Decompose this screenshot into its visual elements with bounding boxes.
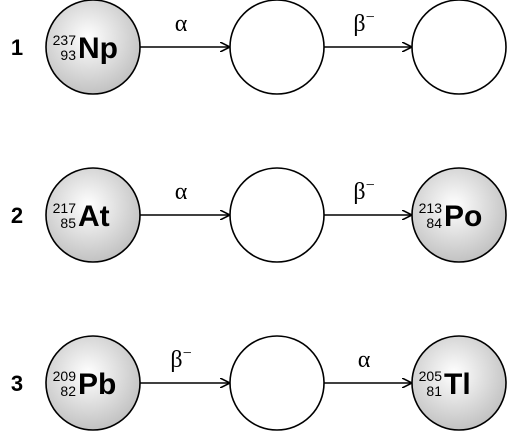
mass-number: 213 [419, 200, 443, 216]
mass-number: 217 [53, 200, 77, 216]
element-symbol: Np [78, 32, 118, 65]
mass-number: 237 [53, 32, 77, 48]
decay-type-superscript: − [366, 177, 375, 194]
mass-number: 209 [53, 368, 77, 384]
decay-type-label: α [175, 179, 188, 205]
element-symbol: Pb [78, 368, 116, 401]
unknown-nuclide-node [229, 167, 325, 263]
decay-type-symbol: β [353, 179, 365, 205]
unknown-nuclide-node [229, 0, 325, 95]
empty-circle [229, 0, 325, 95]
empty-circle [229, 335, 325, 431]
decay-type-label: β− [353, 177, 374, 205]
decay-type-label: α [358, 347, 371, 373]
mass-number: 205 [419, 368, 443, 384]
atomic-number: 81 [426, 383, 442, 399]
nuclide-circle [45, 167, 141, 263]
element-symbol: At [78, 200, 110, 233]
empty-circle [411, 0, 507, 95]
unknown-nuclide-node [229, 335, 325, 431]
nuclide-circle [411, 167, 507, 263]
decay-type-symbol: β [170, 347, 182, 373]
nuclide-circle [411, 335, 507, 431]
decay-type-label: β− [353, 9, 374, 37]
atomic-number: 82 [60, 383, 76, 399]
decay-type-label: β− [170, 345, 191, 373]
decay-type-label: α [175, 11, 188, 37]
atomic-number: 93 [60, 47, 76, 63]
decay-type-symbol: α [175, 11, 188, 37]
row-number: 2 [11, 203, 23, 228]
row-number: 1 [11, 35, 23, 60]
decay-type-superscript: − [183, 345, 192, 362]
empty-circle [229, 167, 325, 263]
atomic-number: 85 [60, 215, 76, 231]
atomic-number: 84 [426, 215, 442, 231]
row-number: 3 [11, 371, 23, 396]
decay-type-superscript: − [366, 9, 375, 26]
unknown-nuclide-node [411, 0, 507, 95]
element-symbol: Tl [444, 368, 471, 401]
decay-type-symbol: β [353, 11, 365, 37]
nuclide-circle [45, 0, 141, 95]
decay-type-symbol: α [175, 179, 188, 205]
decay-type-symbol: α [358, 347, 371, 373]
element-symbol: Po [444, 200, 482, 233]
nuclide-circle [45, 335, 141, 431]
